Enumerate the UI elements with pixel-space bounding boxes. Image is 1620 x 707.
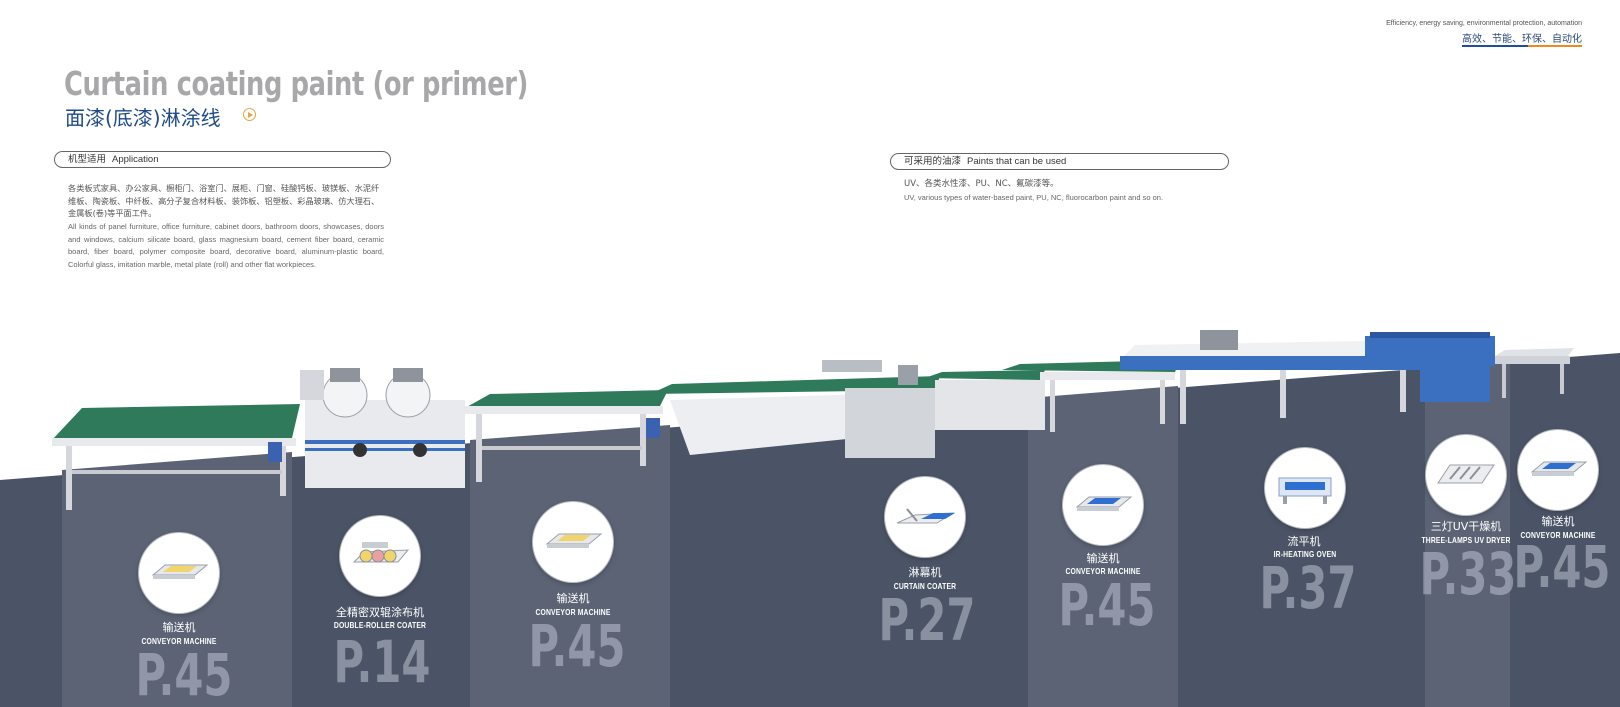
play-icon[interactable]	[243, 108, 256, 121]
conveyor-machine-1	[52, 404, 300, 510]
station-3-name-cn: 输送机	[556, 592, 590, 605]
station-7-circle[interactable]	[1426, 435, 1506, 515]
conveyor-yellow-icon	[151, 564, 209, 579]
application-heading: 机型适用 Application	[54, 151, 391, 168]
station-8-circle[interactable]	[1518, 430, 1598, 510]
station-1-name-cn: 输送机	[162, 621, 196, 634]
station-6-name-cn: 流平机	[1287, 535, 1321, 548]
conveyor-machine-3	[925, 360, 1180, 432]
conveyor-blue-icon	[1075, 496, 1133, 511]
application-text-en: All kinds of panel furniture, office fur…	[68, 222, 384, 269]
paints-text-cn: UV、各类水性漆、PU、NC、氟碳漆等。	[904, 179, 1059, 189]
page-title-en: Curtain coating paint (or primer)	[64, 64, 528, 103]
station-1-page: P.45	[135, 641, 233, 707]
station-2-name-cn: 全精密双辊涂布机	[336, 606, 424, 619]
station-8-name-cn: 输送机	[1541, 515, 1575, 528]
curtain-coater	[650, 360, 940, 458]
station-5-name-cn: 输送机	[1086, 552, 1120, 565]
tagline-underline	[1462, 45, 1582, 47]
station-3-circle[interactable]	[533, 502, 613, 582]
double-roller-coater	[300, 368, 465, 488]
station-2-circle[interactable]	[340, 516, 420, 596]
uv-dryer-icon	[1437, 464, 1495, 484]
paints-text-en: UV, various types of water-based paint, …	[904, 193, 1164, 202]
station-6-name-en: IR-HEATING OVEN	[1273, 549, 1337, 559]
curtain-coater-icon	[896, 508, 955, 524]
station-5-circle[interactable]	[1063, 465, 1143, 545]
station-8-page: P.45	[1513, 533, 1611, 601]
station-1-circle[interactable]	[139, 533, 219, 613]
conveyor-blue-icon	[1530, 461, 1588, 476]
heating-oven-icon	[1278, 477, 1332, 504]
station-5-page: P.45	[1058, 571, 1156, 639]
station-8-name-en: CONVEYOR MACHINE	[1520, 530, 1596, 540]
station-4-circle[interactable]	[885, 477, 965, 557]
paints-heading-cn: 可采用的油漆	[904, 156, 962, 167]
application-heading-cn: 机型适用	[68, 154, 107, 165]
tagline-cn: 高效、节能、环保、自动化	[1462, 34, 1582, 45]
station-5-name-en: CONVEYOR MACHINE	[1065, 566, 1141, 576]
ir-heating-oven	[1120, 330, 1420, 424]
station-4-name-cn: 淋幕机	[908, 566, 942, 579]
station-7-page: P.33	[1419, 540, 1517, 608]
three-lamps-uv-dryer	[1365, 332, 1495, 402]
station-3-page: P.45	[528, 612, 626, 680]
station-6-circle[interactable]	[1265, 448, 1345, 528]
station-2-page: P.14	[333, 628, 431, 696]
station-7-name-cn: 三灯UV干燥机	[1430, 520, 1502, 533]
station-3-name-en: CONVEYOR MACHINE	[535, 607, 611, 617]
application-text-cn: 各类板式家具、办公家具、橱柜门、浴室门、展柜、门窗、硅酸钙板、玻镁板、水泥纤维板…	[68, 183, 380, 218]
double-roller-icon	[352, 542, 410, 563]
station-7-name-en: THREE-LAMPS UV DRYER	[1421, 535, 1511, 545]
conveyor-yellow-icon	[545, 533, 603, 548]
station-1-name-en: CONVEYOR MACHINE	[141, 636, 217, 646]
station-2-name-en: DOUBLE-ROLLER COATER	[333, 620, 427, 630]
conveyor-machine-4	[1495, 348, 1574, 398]
station-4-page: P.27	[878, 586, 976, 654]
tagline-en: Efficiency, energy saving, environmental…	[1386, 20, 1582, 27]
conveyor-machine-2	[465, 390, 668, 482]
paints-heading-en: Paints that can be used	[967, 156, 1067, 167]
station-4-name-en: CURTAIN COATER	[893, 581, 957, 591]
paints-heading: 可采用的油漆 Paints that can be used	[890, 153, 1229, 170]
application-heading-en: Application	[112, 154, 159, 165]
page-title-cn: 面漆(底漆)淋涂线	[65, 106, 221, 130]
station-6-page: P.37	[1259, 554, 1357, 622]
